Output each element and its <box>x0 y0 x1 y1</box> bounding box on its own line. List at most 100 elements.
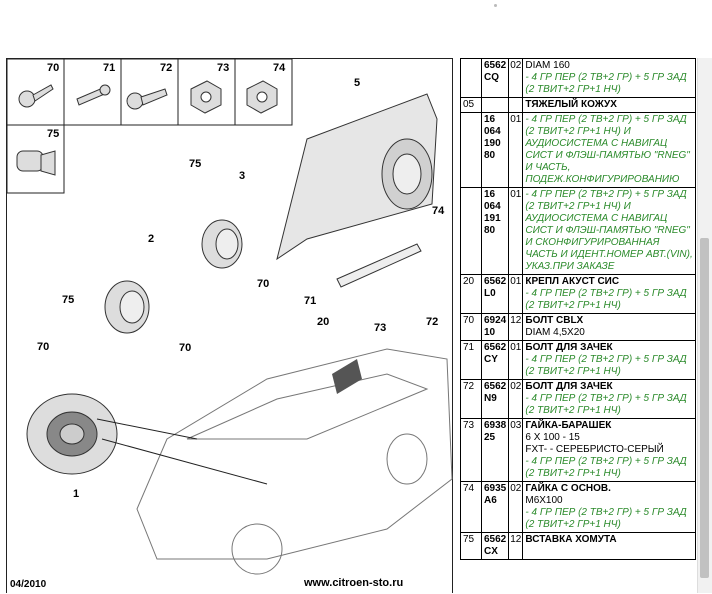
nut-74-icon <box>246 80 278 114</box>
callout-73b: 73 <box>374 322 386 334</box>
part-spec: M6X100 <box>525 495 563 506</box>
row-description: БОЛТ ДЛЯ ЗАЧЕК- 4 ГР ПЕР (2 ТВ+2 ГР) + 5… <box>522 379 696 419</box>
part-name: БОЛТ CBLX <box>525 315 584 326</box>
part-spec: FXT- - СЕРЕБРИСТО-СЕРЫЙ <box>525 444 664 455</box>
callout-75: 75 <box>47 128 59 140</box>
speaker-enclosure-5 <box>276 93 438 261</box>
row-position: 73 <box>460 418 482 482</box>
row-description: ВСТАВКА ХОМУТА <box>522 532 696 560</box>
diagram-website: www.citroen-sto.ru <box>304 577 404 589</box>
callout-75c: 75 <box>62 294 74 306</box>
bolt-72-icon <box>126 88 168 110</box>
callout-5: 5 <box>354 77 360 89</box>
row-position: 72 <box>460 379 482 419</box>
row-quantity: 02 <box>508 58 524 98</box>
part-spec: 6 X 100 - 15 <box>525 432 580 443</box>
bolt-71-icon <box>76 84 111 106</box>
callout-73: 73 <box>217 62 229 74</box>
scrollbar-thumb[interactable] <box>700 238 709 578</box>
row-part-number: 16 064 190 80 <box>480 112 510 188</box>
row-part-number: 6562 N9 <box>480 379 510 419</box>
fastener-boxes <box>7 59 293 194</box>
diagram-date: 04/2010 <box>10 579 47 590</box>
part-application: - 4 ГР ПЕР (2 ТВ+2 ГР) + 5 ГР ЗАД (2 ТВИ… <box>525 114 690 185</box>
row-part-number: 6562 CQ <box>480 58 510 98</box>
nut-73-icon <box>190 80 222 114</box>
part-name: ГАЙКА-БАРАШЕК <box>525 420 612 431</box>
row-quantity: 01 <box>508 187 524 275</box>
part-name: ВСТАВКА ХОМУТА <box>525 534 617 545</box>
row-description: КРЕПЛ АКУСТ СИС- 4 ГР ПЕР (2 ТВ+2 ГР) + … <box>522 274 696 314</box>
row-description: ТЯЖЕЛЫЙ КОЖУХ <box>522 97 696 113</box>
row-position <box>460 112 482 188</box>
row-description: - 4 ГР ПЕР (2 ТВ+2 ГР) + 5 ГР ЗАД (2 ТВИ… <box>522 112 696 188</box>
part-name: БОЛТ ДЛЯ ЗАЧЕК <box>525 342 613 353</box>
row-position: 71 <box>460 340 482 380</box>
callout-71b: 71 <box>304 295 316 307</box>
callout-20: 20 <box>317 316 329 328</box>
row-position: 70 <box>460 313 482 341</box>
row-quantity <box>508 97 524 113</box>
row-position: 20 <box>460 274 482 314</box>
part-spec: DIAM 160 <box>525 60 570 71</box>
speaker-2 <box>104 280 150 334</box>
bracket-20 <box>336 243 422 288</box>
parts-diagram: 70 71 72 73 74 75 5 75 3 2 74 70 75 70 7… <box>6 58 453 593</box>
row-part-number: 6562 L0 <box>480 274 510 314</box>
row-quantity: 02 <box>508 379 524 419</box>
part-name: ГАЙКА С ОСНОВ. <box>525 483 611 494</box>
callout-74b: 74 <box>432 205 445 217</box>
row-part-number <box>480 97 510 113</box>
callout-70c: 70 <box>179 342 191 354</box>
row-part-number: 16 064 191 80 <box>480 187 510 275</box>
row-position <box>460 58 482 98</box>
callout-70: 70 <box>47 62 59 74</box>
row-part-number: 6924 10 <box>480 313 510 341</box>
row-position <box>460 187 482 275</box>
callout-71: 71 <box>103 62 115 74</box>
car-outline <box>136 348 453 575</box>
diagram-drawing: 70 71 72 73 74 75 5 75 3 2 74 70 75 70 7… <box>7 59 453 575</box>
part-name: ТЯЖЕЛЫЙ КОЖУХ <box>525 99 617 110</box>
part-name: БОЛТ ДЛЯ ЗАЧЕК <box>525 381 613 392</box>
row-part-number: 6935 A6 <box>480 481 510 533</box>
bolt-70-icon <box>18 84 54 108</box>
row-description: ГАЙКА С ОСНОВ.M6X100- 4 ГР ПЕР (2 ТВ+2 Г… <box>522 481 696 533</box>
callout-3: 3 <box>239 170 245 182</box>
callout-75b: 75 <box>189 158 201 170</box>
scrollbar[interactable] <box>697 58 712 593</box>
callout-labels: 70 71 72 73 74 75 5 75 3 2 74 70 75 70 7… <box>37 62 445 500</box>
clip-75-icon <box>16 150 56 176</box>
row-part-number: 6562 CY <box>480 340 510 380</box>
part-application: - 4 ГР ПЕР (2 ТВ+2 ГР) + 5 ГР ЗАД (2 ТВИ… <box>525 189 693 272</box>
row-quantity: 02 <box>508 481 524 533</box>
rear-speaker <box>332 359 362 394</box>
row-quantity: 03 <box>508 418 524 482</box>
row-part-number: 6562 CX <box>480 532 510 560</box>
row-description: DIAM 160- 4 ГР ПЕР (2 ТВ+2 ГР) + 5 ГР ЗА… <box>522 58 696 98</box>
part-application: - 4 ГР ПЕР (2 ТВ+2 ГР) + 5 ГР ЗАД (2 ТВИ… <box>525 288 687 311</box>
part-application: - 4 ГР ПЕР (2 ТВ+2 ГР) + 5 ГР ЗАД (2 ТВИ… <box>525 72 687 95</box>
speaker-3 <box>201 219 243 269</box>
part-name: КРЕПЛ АКУСТ СИС <box>525 276 620 287</box>
part-spec: DIAM 4,5X20 <box>525 327 585 338</box>
callout-2: 2 <box>148 233 154 245</box>
woofer-1 <box>26 393 118 475</box>
row-quantity: 01 <box>508 112 524 188</box>
row-position: 74 <box>460 481 482 533</box>
row-quantity: 12 <box>508 313 524 341</box>
